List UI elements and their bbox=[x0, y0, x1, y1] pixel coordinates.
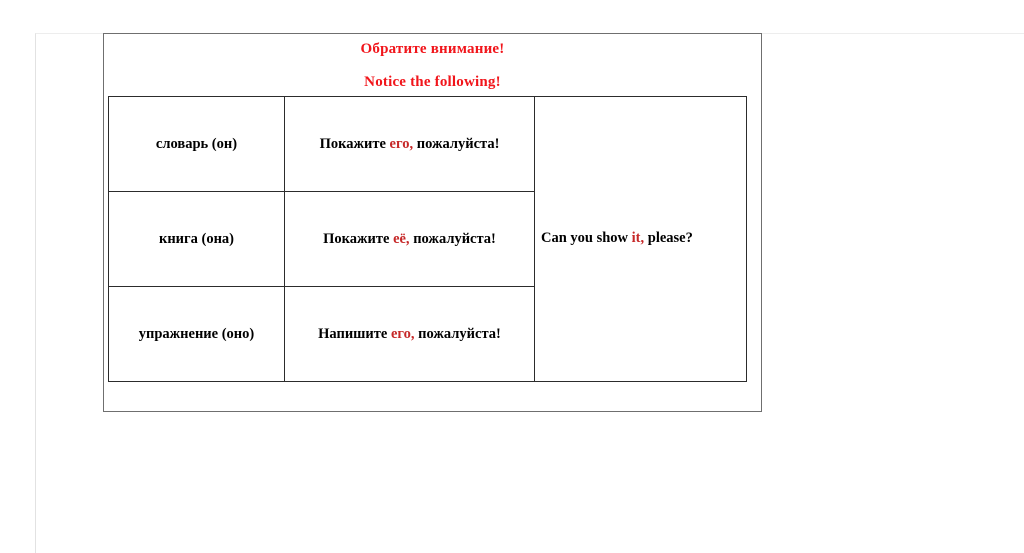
phrase-text-before: Напишите bbox=[318, 325, 391, 342]
table-row: словарь (он) Покажите его, пожалуйста! C… bbox=[108, 96, 747, 382]
english-translation-cell: Can you show it, please? bbox=[534, 96, 747, 382]
phrase-text-before: Покажите bbox=[319, 135, 390, 152]
english-text-before: Can you show bbox=[541, 230, 632, 247]
phrase-text-before: Покажите bbox=[323, 230, 394, 247]
pronoun-agreement-table: словарь (он) Покажите его, пожалуйста! C… bbox=[108, 96, 747, 382]
phrase-text-after: пожалуйста! bbox=[413, 135, 500, 152]
noun-cell-neuter: упражнение (оно) bbox=[108, 286, 285, 382]
notice-heading-russian: Обратите внимание! bbox=[360, 41, 505, 57]
table-row: книга (она) Покажите её, пожалуйста! bbox=[108, 191, 747, 287]
english-pronoun-highlight: it, bbox=[631, 230, 645, 247]
english-text-after: please? bbox=[644, 230, 693, 247]
phrase-text-after: пожалуйста! bbox=[414, 325, 501, 342]
phrase-pronoun-highlight: его, bbox=[390, 325, 415, 342]
notice-content-box: Обратите внимание! Notice the following!… bbox=[103, 33, 762, 412]
phrase-pronoun-highlight: её, bbox=[393, 230, 410, 247]
phrase-pronoun-highlight: его, bbox=[389, 135, 414, 152]
noun-cell-feminine: книга (она) bbox=[108, 191, 285, 287]
phrase-cell-neuter: Напишите его, пожалуйста! bbox=[284, 286, 535, 382]
phrase-text-after: пожалуйста! bbox=[409, 230, 496, 247]
phrase-cell-masculine: Покажите его, пожалуйста! bbox=[284, 96, 535, 192]
table-row: упражнение (оно) Напишите его, пожалуйст… bbox=[108, 286, 747, 382]
notice-heading-english: Notice the following! bbox=[364, 74, 501, 90]
phrase-cell-feminine: Покажите её, пожалуйста! bbox=[284, 191, 535, 287]
noun-cell-masculine: словарь (он) bbox=[108, 96, 285, 192]
